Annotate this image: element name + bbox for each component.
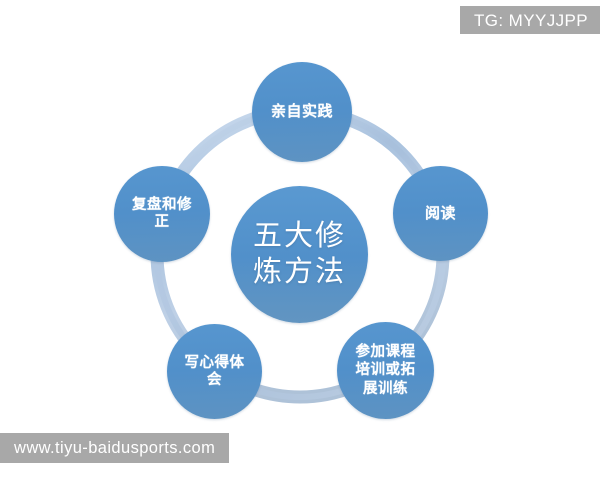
node-bottom-left-reflection[interactable]: 写心得体会 xyxy=(167,324,262,419)
center-node-label: 五大修炼方法 xyxy=(252,220,346,288)
node-top-personal-practice[interactable]: 亲自实践 xyxy=(252,62,352,162)
node-top-label: 亲自实践 xyxy=(270,103,333,121)
node-right-label: 阅读 xyxy=(424,204,456,222)
node-bottom-right-training[interactable]: 参加课程培训或拓展训练 xyxy=(337,322,434,419)
telegram-watermark: TG: MYYJJPP xyxy=(460,6,600,34)
site-url-watermark: www.tiyu-baidusports.com xyxy=(0,433,230,463)
node-bottom-left-label: 写心得体会 xyxy=(184,354,245,388)
node-bottom-right-label: 参加课程培训或拓展训练 xyxy=(355,344,416,397)
node-left-review-correction[interactable]: 复盘和修正 xyxy=(114,166,210,262)
node-left-label: 复盘和修正 xyxy=(132,197,192,230)
node-right-reading[interactable]: 阅读 xyxy=(393,166,488,261)
center-node[interactable]: 五大修炼方法 xyxy=(231,186,368,323)
